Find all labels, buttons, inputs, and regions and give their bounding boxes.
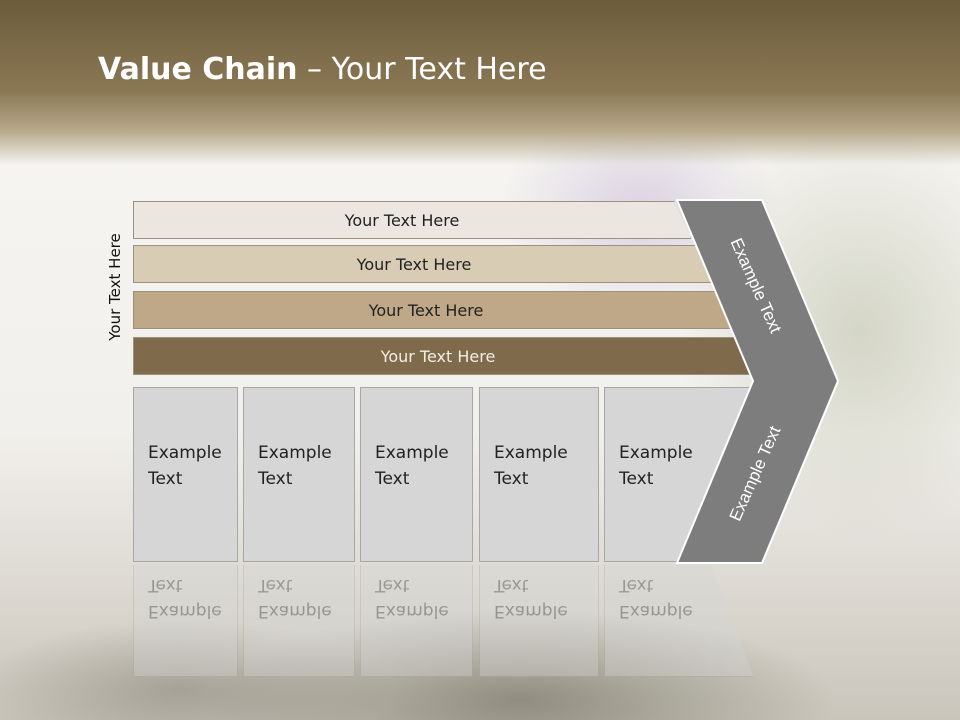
slide-title: Value Chain – Your Text Here	[98, 52, 547, 87]
column-box-3-line2: Text	[375, 469, 410, 489]
bar-row-1[interactable]: Your Text Here	[133, 201, 691, 239]
title-rest: – Your Text Here	[297, 52, 547, 87]
bar-row-2-label: Your Text Here	[356, 254, 472, 274]
chevron-shape[interactable]	[675, 199, 840, 564]
column-box-5-line1: Example	[619, 443, 693, 463]
column-box-4-line2: Text	[494, 469, 529, 489]
column-box-5-line2: Text	[619, 469, 654, 489]
column-box-3-line1: Example	[375, 443, 449, 463]
bar-row-3-label: Your Text Here	[368, 300, 484, 320]
column-box-2-line1: Example	[258, 443, 332, 463]
column-box-4-line1: Example	[494, 443, 568, 463]
bar-row-1-label: Your Text Here	[344, 210, 460, 230]
bar-row-2[interactable]: Your Text Here	[133, 245, 715, 283]
column-box-1-line1: Example	[148, 443, 222, 463]
bar-row-4-label: Your Text Here	[380, 346, 496, 366]
column-box-1-line2: Text	[148, 469, 183, 489]
title-band	[0, 0, 960, 165]
title-bold: Value Chain	[98, 52, 298, 87]
column-box-2-line2: Text	[258, 469, 293, 489]
bar-row-4[interactable]: Your Text Here	[133, 337, 763, 375]
bar-row-3[interactable]: Your Text Here	[133, 291, 739, 329]
